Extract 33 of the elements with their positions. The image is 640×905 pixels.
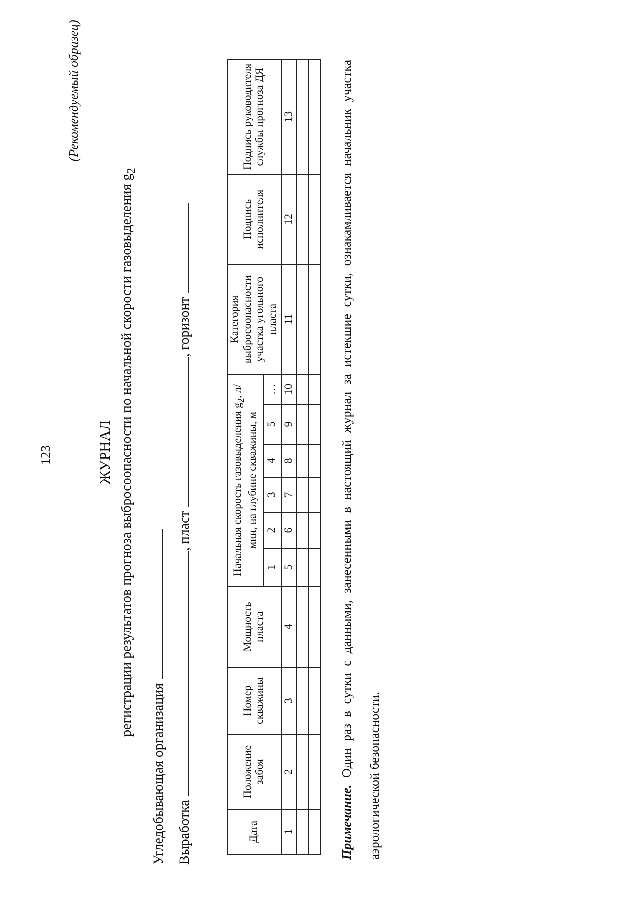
column-number: 2 (281, 734, 297, 810)
column-number: 13 (281, 60, 297, 174)
subcolumn-header: 3 (264, 478, 282, 512)
title: ЖУРНАЛ (98, 419, 115, 487)
column-number: 3 (281, 668, 297, 734)
field-label: Выработка (178, 800, 193, 865)
column-number: 11 (281, 264, 297, 374)
field-label: , горизонт (178, 297, 193, 358)
column-number: 9 (281, 404, 297, 444)
column-number: 6 (281, 512, 297, 548)
column-header: Дата (228, 810, 282, 854)
column-number: 4 (281, 586, 297, 668)
column-number: 8 (281, 444, 297, 478)
subcolumn-header: 4 (264, 444, 282, 478)
column-header: Подпись исполнителя (228, 174, 282, 264)
field-label: , пласт (178, 511, 193, 552)
column-header: Мощность пласта (228, 586, 282, 668)
sample-note: (Рекомендуемый образец) (66, 20, 82, 162)
column-number: 12 (281, 174, 297, 264)
column-header: Категория выбросоопасности участка угольного пласта (228, 264, 282, 374)
subcolumn-header: 5 (264, 404, 282, 444)
subcolumn-header: 2 (264, 512, 282, 548)
column-header: Подпись руководителя службы прогноза ДЯ (228, 60, 282, 174)
column-number: 10 (281, 374, 297, 404)
page-number: 123 (38, 446, 54, 465)
column-number: 5 (281, 548, 297, 586)
column-number: 7 (281, 478, 297, 512)
note-text: Примечание. Один раз в сутки с данными, занесенными в настоящий журнал за истекшие сутки, ознакамливается начальник участка аэрологической безопасности. (338, 60, 383, 860)
column-header: Положение забоя (228, 734, 282, 810)
column-number: 1 (281, 810, 297, 854)
field-label: Угледобывающая организация (152, 683, 167, 865)
subcolumn-header: 1 (264, 548, 282, 586)
column-header: Номер скважины (228, 668, 282, 734)
